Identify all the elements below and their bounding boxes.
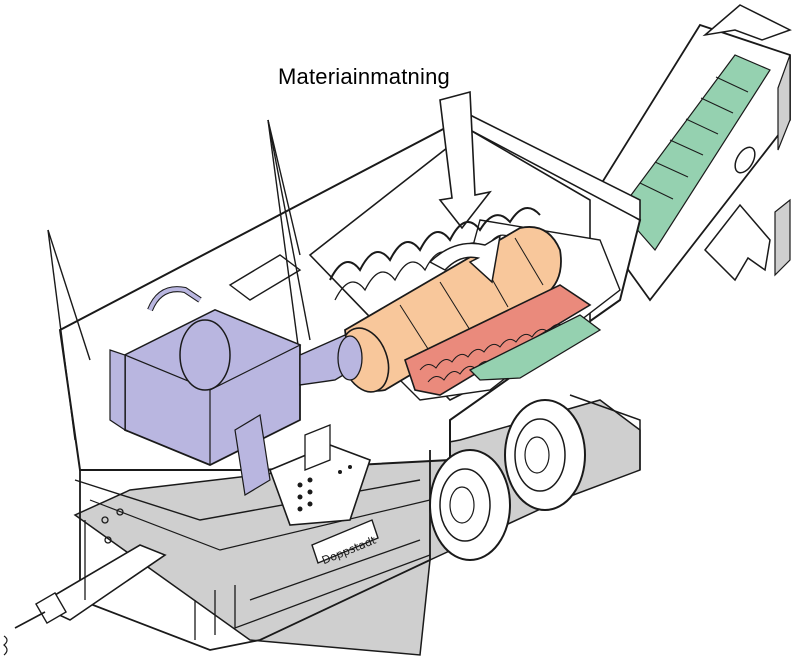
tow-bar xyxy=(3,544,167,656)
engine-block xyxy=(109,286,363,496)
arrow-down-icon xyxy=(438,90,492,230)
wheel xyxy=(504,399,586,511)
wheel xyxy=(429,449,511,561)
arrow-double-icon xyxy=(702,4,792,282)
trailer-wheels xyxy=(429,399,586,561)
counter-comb xyxy=(404,284,602,396)
control-panel xyxy=(268,424,372,526)
chassis-frame xyxy=(84,508,431,640)
leader-lines xyxy=(47,119,311,441)
material-feed-label: Materiainmatning xyxy=(278,64,450,89)
drive-coupling xyxy=(299,334,363,386)
arrow-rotate-icon xyxy=(428,234,502,284)
